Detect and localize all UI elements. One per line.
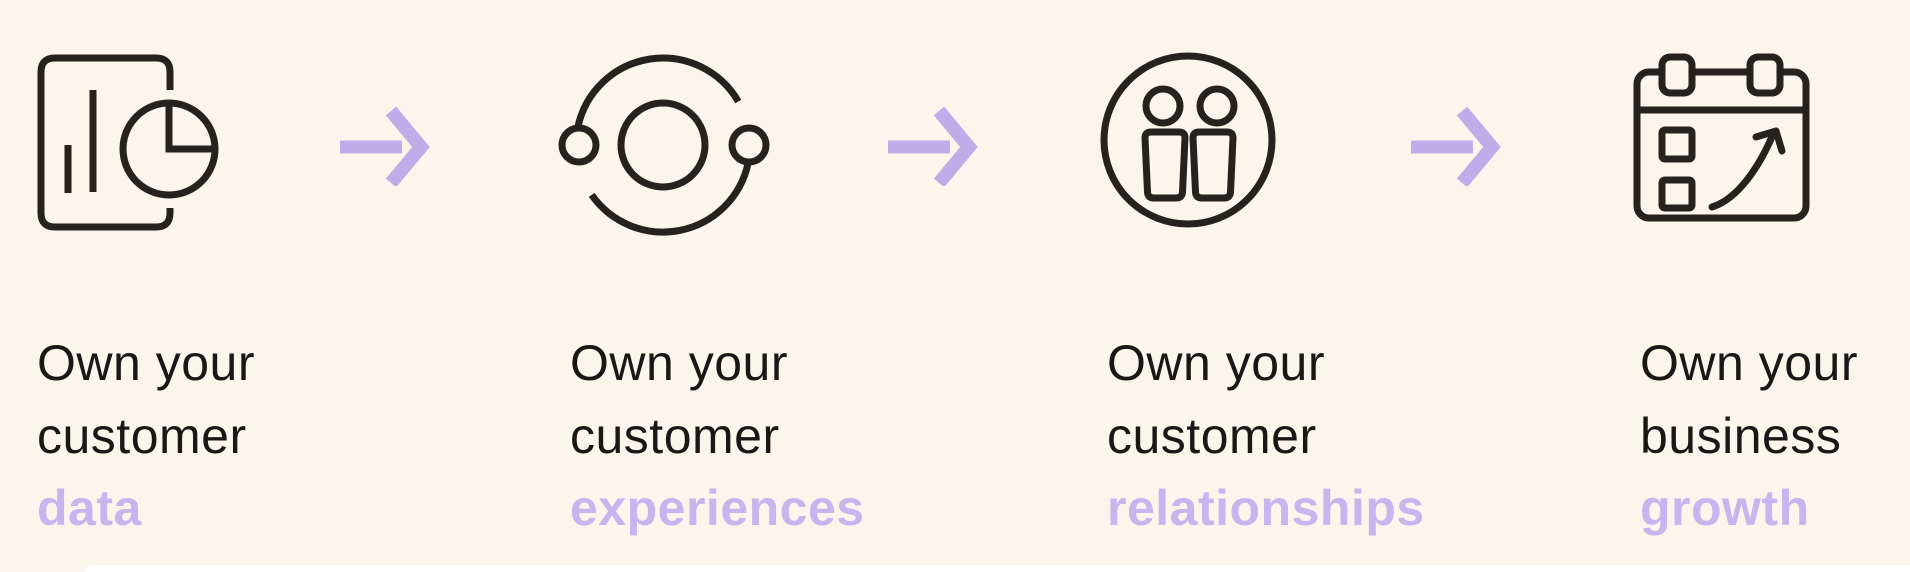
- caption-line: customer: [37, 407, 247, 464]
- caption-line: Own your: [1640, 335, 1858, 391]
- caption-line: business: [1640, 407, 1842, 464]
- caption-highlight: relationships: [1107, 480, 1425, 536]
- caption-highlight: growth: [1640, 480, 1810, 536]
- step-caption: Own your customer relationships: [1107, 327, 1425, 545]
- calendar-growth-icon: [1633, 53, 1810, 222]
- caption-highlight: data: [37, 480, 142, 536]
- caption-line: customer: [570, 407, 780, 464]
- step-caption: Own your customer experiences: [570, 327, 865, 545]
- caption-line: Own your: [1107, 335, 1325, 391]
- right-arrow-icon: [340, 106, 430, 186]
- orbit-icon: [558, 54, 770, 236]
- section-boundary-strip: [85, 565, 1910, 572]
- caption-line: Own your: [570, 335, 788, 391]
- people-icon: [1100, 52, 1276, 228]
- step-caption: Own your business growth: [1640, 327, 1858, 545]
- caption-highlight: experiences: [570, 480, 865, 536]
- caption-line: customer: [1107, 407, 1317, 464]
- step-caption: Own your customer data: [37, 327, 255, 545]
- caption-line: Own your: [37, 335, 255, 391]
- right-arrow-icon: [888, 106, 978, 186]
- report-pie-chart-icon: [37, 54, 219, 231]
- right-arrow-icon: [1411, 106, 1501, 186]
